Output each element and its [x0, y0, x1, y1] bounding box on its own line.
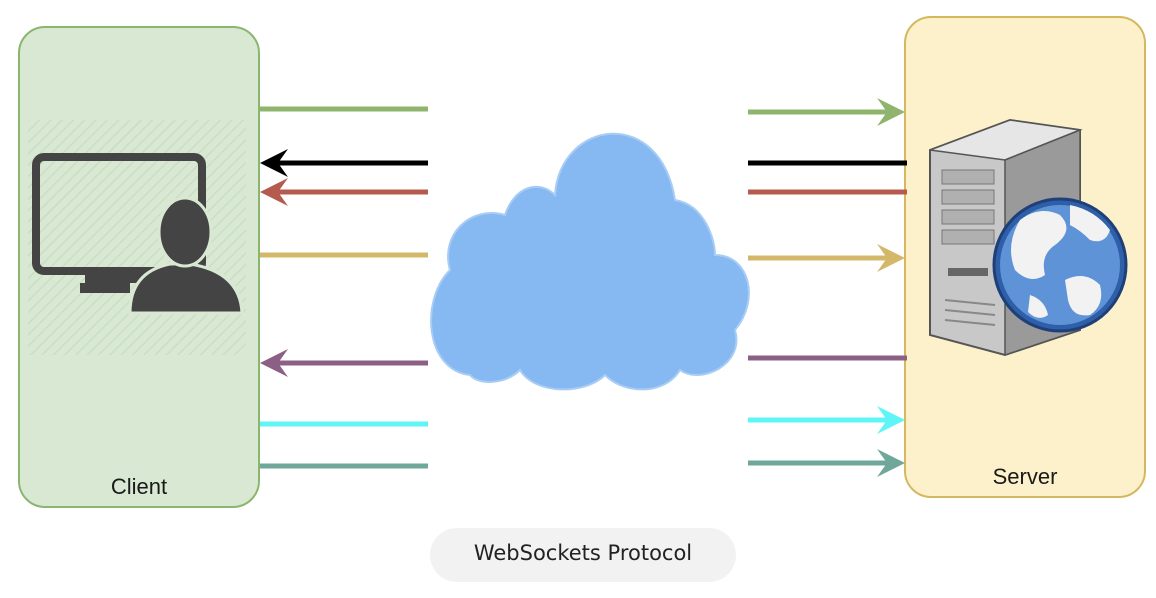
client-label: Client [110, 474, 168, 499]
arrowhead-to-server [877, 449, 905, 477]
internet-cloud [430, 132, 750, 391]
caption-pill [430, 528, 736, 582]
server-label: Server [992, 464, 1058, 489]
message-arrows [260, 98, 907, 477]
client-user-computer-icon [32, 153, 244, 315]
web-server-globe-icon [929, 118, 1128, 357]
arrowhead-to-server [877, 98, 905, 126]
arrowhead-to-client [260, 149, 288, 177]
arrowhead-to-client [260, 178, 288, 206]
arrowhead-to-server [877, 244, 905, 272]
arrowhead-to-client [260, 349, 288, 377]
protocol-caption: WebSockets Protocol [473, 541, 693, 565]
arrowhead-to-server [877, 406, 905, 434]
